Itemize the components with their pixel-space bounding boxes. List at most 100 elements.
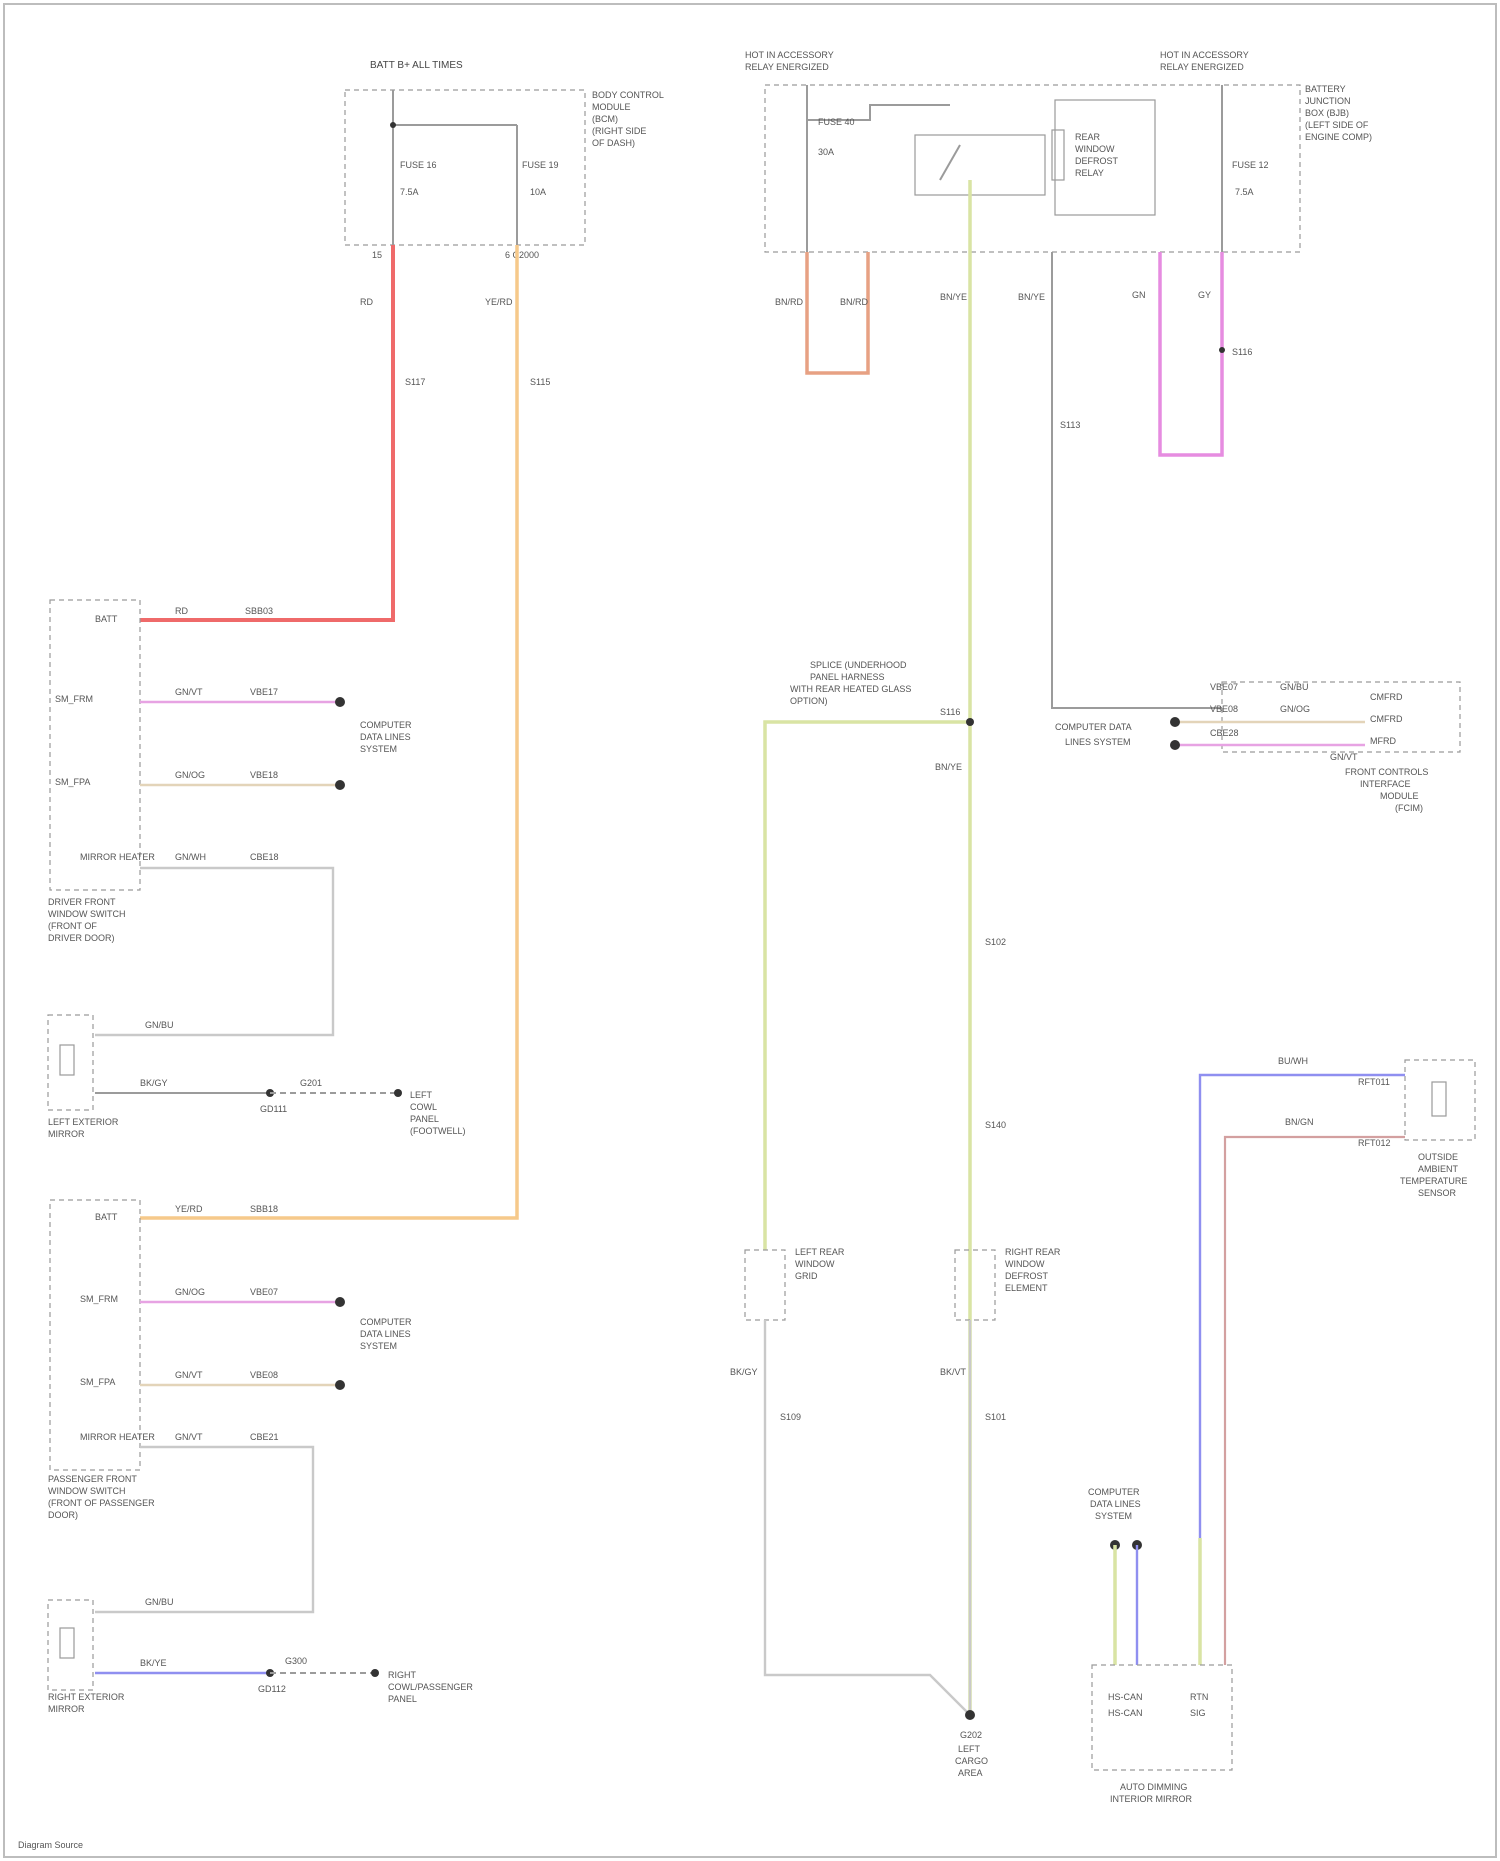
left-fuse-desc-3: (BCM) bbox=[592, 114, 618, 124]
sensor-element bbox=[1432, 1082, 1446, 1116]
left-fuse-pin-a: 15 bbox=[372, 250, 382, 260]
bjb-fuse-b: FUSE 12 bbox=[1232, 160, 1269, 170]
fcim-pin-b: CMFRD bbox=[1370, 714, 1403, 724]
left-pin-b-wire: GN/OG bbox=[175, 770, 205, 780]
right-ground-code: GD112 bbox=[258, 1684, 286, 1694]
right-ground-terminal bbox=[371, 1669, 379, 1677]
fcim-name-1: FRONT CONTROLS bbox=[1345, 767, 1428, 777]
right-pin-heat-code: CBE21 bbox=[250, 1432, 279, 1442]
gray-splice: S113 bbox=[1060, 420, 1080, 430]
center-wire-c: BK/VT bbox=[940, 1367, 967, 1377]
wire-pink-splice: S116 bbox=[1232, 347, 1252, 357]
sensor-code-top: RFT011 bbox=[1358, 1077, 1390, 1087]
right-ground-id: G300 bbox=[285, 1656, 307, 1666]
defrost-relay-box bbox=[915, 135, 1045, 195]
center-splice-top: S116 bbox=[940, 707, 960, 717]
left-ground-id: G201 bbox=[300, 1078, 322, 1088]
right-ground-desc-3: PANEL bbox=[388, 1694, 417, 1704]
adim-pin-c: RTN bbox=[1190, 1692, 1208, 1702]
diagram-footer: Diagram Source bbox=[18, 1840, 83, 1850]
relay-contact bbox=[940, 145, 960, 180]
right-comm-2: DATA LINES bbox=[360, 1329, 411, 1339]
left-fuse-a-label: FUSE 16 bbox=[400, 160, 437, 170]
adim-comm-1: COMPUTER bbox=[1088, 1487, 1140, 1497]
left-ground-terminal bbox=[394, 1089, 402, 1097]
left-comm-3: SYSTEM bbox=[360, 744, 397, 754]
front-controls-interface-module: COMPUTER DATA LINES SYSTEM VBE07 VBE08 C… bbox=[1055, 682, 1460, 813]
wire-orange-loop bbox=[807, 252, 868, 373]
left-ground-code: GD111 bbox=[260, 1104, 287, 1114]
right-defrost-3: DEFROST bbox=[1005, 1271, 1049, 1281]
wire-left-grid-ground bbox=[765, 1320, 970, 1715]
left-ground-desc-2: COWL bbox=[410, 1102, 437, 1112]
wire-pink-loop bbox=[1160, 252, 1222, 455]
left-pin-b-code: VBE18 bbox=[250, 770, 278, 780]
right-pin-b-wire: GN/VT bbox=[175, 1370, 203, 1380]
right-pin-b-code: VBE08 bbox=[250, 1370, 278, 1380]
left-fuse-b-label: FUSE 19 bbox=[522, 160, 559, 170]
fcim-name-4: (FCIM) bbox=[1395, 803, 1423, 813]
left-window-switch-outline bbox=[50, 600, 140, 890]
bjb-desc-2: JUNCTION bbox=[1305, 96, 1351, 106]
left-mirror-outline bbox=[48, 1015, 93, 1110]
left-ground-desc-4: (FOOTWELL) bbox=[410, 1126, 466, 1136]
wire-green-main-label: BN/YE bbox=[940, 292, 967, 302]
fcim-pin-a: CMFRD bbox=[1370, 692, 1403, 702]
wire-red-splice: S117 bbox=[405, 377, 425, 387]
fcim-pin-c: MFRD bbox=[1370, 736, 1396, 746]
left-fuse-node bbox=[390, 122, 396, 128]
adim-pin-d: SIG bbox=[1190, 1708, 1206, 1718]
fcim-code-b: VBE08 bbox=[1210, 704, 1238, 714]
left-exterior-mirror: GN/BU BK/GY GD111 G201 LEFT COWL PANEL (… bbox=[48, 1015, 466, 1139]
right-defrost-1: RIGHT REAR bbox=[1005, 1247, 1061, 1257]
left-fuse-b-amp: 10A bbox=[530, 187, 546, 197]
right-defrost-2: WINDOW bbox=[1005, 1259, 1045, 1269]
adim-name-2: INTERIOR MIRROR bbox=[1110, 1794, 1192, 1804]
relay-label-3: DEFROST bbox=[1075, 156, 1119, 166]
left-defrost-2: WINDOW bbox=[795, 1259, 835, 1269]
pink-splice-node bbox=[1219, 347, 1225, 353]
left-switch-name-2: WINDOW SWITCH bbox=[48, 909, 125, 919]
wire-sensor-bottom bbox=[1225, 1137, 1405, 1538]
adim-comm-3: SYSTEM bbox=[1095, 1511, 1132, 1521]
right-window-switch-outline bbox=[50, 1200, 140, 1470]
right-comm-1: COMPUTER bbox=[360, 1317, 412, 1327]
center-ground-desc-1: LEFT bbox=[958, 1744, 981, 1754]
center-ground-terminal bbox=[965, 1710, 975, 1720]
left-fuse-pin-b: 6 C2000 bbox=[505, 250, 539, 260]
right-switch-name-4: DOOR) bbox=[48, 1510, 78, 1520]
right-ground-desc-2: COWL/PASSENGER bbox=[388, 1682, 473, 1692]
right-pin-b: SM_FPA bbox=[80, 1377, 115, 1387]
right-mirror-name-1: RIGHT EXTERIOR bbox=[48, 1692, 125, 1702]
ambient-temperature-sensor: BU/WH BN/GN RFT011 RFT012 OUTSIDE AMBIEN… bbox=[1200, 1056, 1475, 1538]
wire-red-color: RD bbox=[360, 297, 373, 307]
fcim-comm-1: COMPUTER DATA bbox=[1055, 722, 1132, 732]
bjb-fuse-a-amp: 30A bbox=[818, 147, 834, 157]
fcim-code-a: VBE07 bbox=[1210, 682, 1238, 692]
left-fuse-desc-1: BODY CONTROL bbox=[592, 90, 664, 100]
left-mirror-heater-element bbox=[60, 1045, 74, 1075]
right-pin-heat: MIRROR HEATER bbox=[80, 1432, 155, 1442]
fcim-name-2: INTERFACE bbox=[1360, 779, 1411, 789]
wire-yellow-color: YE/RD bbox=[485, 297, 513, 307]
left-comm-2: DATA LINES bbox=[360, 732, 411, 742]
fcim-wire-a: GN/BU bbox=[1280, 682, 1309, 692]
bjb-desc-3: BOX (BJB) bbox=[1305, 108, 1349, 118]
rear-defrost-circuit: SPLICE (UNDERHOOD PANEL HARNESS WITH REA… bbox=[730, 660, 1061, 1778]
left-pin-heat-wire: GN/WH bbox=[175, 852, 206, 862]
left-pin-a-wire: GN/VT bbox=[175, 687, 203, 697]
left-defrost-1: LEFT REAR bbox=[795, 1247, 845, 1257]
left-pin-a: SM_FRM bbox=[55, 694, 93, 704]
left-pin-batt: BATT bbox=[95, 614, 118, 624]
right-pin-a-node bbox=[335, 1297, 345, 1307]
right-defrost-4: ELEMENT bbox=[1005, 1283, 1048, 1293]
left-pin-b: SM_FPA bbox=[55, 777, 90, 787]
center-ground-desc-3: AREA bbox=[958, 1768, 983, 1778]
bjb-outline bbox=[765, 85, 1300, 252]
left-fuse-box: BATT B+ ALL TIMES BODY CONTROL MODULE (B… bbox=[345, 60, 664, 260]
relay-label-4: RELAY bbox=[1075, 168, 1104, 178]
sensor-code-bot: RFT012 bbox=[1358, 1138, 1391, 1148]
wire-left-heater bbox=[95, 868, 333, 1035]
left-mirror-name-1: LEFT EXTERIOR bbox=[48, 1117, 119, 1127]
left-ground-desc-3: PANEL bbox=[410, 1114, 439, 1124]
